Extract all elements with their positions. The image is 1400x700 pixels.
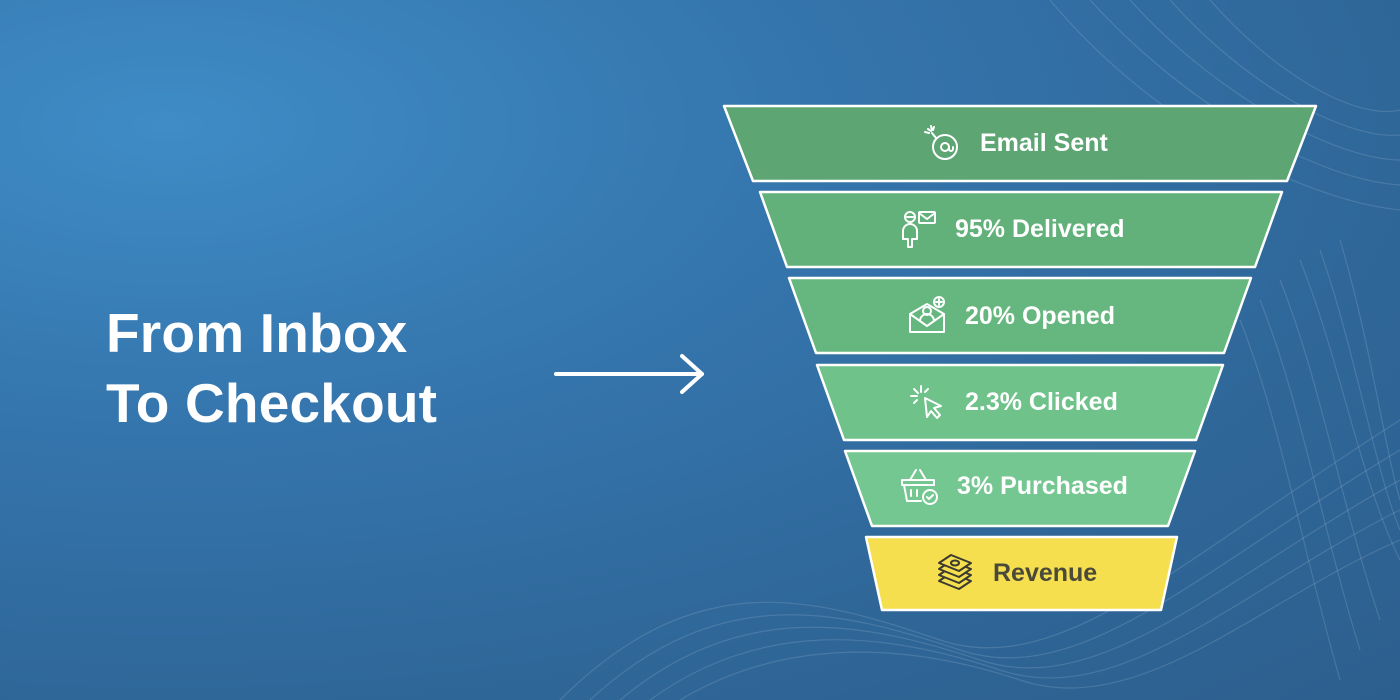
stage-label-delivered: 95% Delivered — [897, 211, 1125, 248]
open-envelope-user-icon — [909, 296, 945, 333]
funnel-stage-revenue — [864, 535, 1179, 612]
basket-check-icon — [901, 469, 938, 505]
headline-line-1: From Inbox — [106, 302, 408, 364]
funnel-stage-email-sent — [722, 104, 1318, 183]
stage-label-opened: 20% Opened — [907, 296, 1116, 333]
headline-line-2: To Checkout — [106, 372, 438, 434]
stage-text: 95% Delivered — [955, 215, 1125, 243]
right-arrow-icon — [554, 354, 704, 394]
stage-text: Email Sent — [980, 129, 1108, 157]
stage-text: 20% Opened — [965, 302, 1116, 330]
headline: From Inbox To Checkout — [106, 298, 437, 438]
funnel-stage-purchased — [843, 449, 1197, 528]
funnel-stage-opened — [787, 276, 1253, 355]
money-stack-icon — [938, 554, 972, 590]
stage-text: Revenue — [993, 559, 1098, 587]
email-bomb-icon — [924, 125, 958, 160]
stage-text: 3% Purchased — [957, 472, 1128, 500]
person-mail-icon — [902, 211, 936, 248]
funnel-stage-clicked — [815, 363, 1225, 442]
funnel-stage-delivered — [758, 190, 1284, 269]
stage-label-email-sent: Email Sent — [922, 125, 1108, 160]
stage-label-purchased: 3% Purchased — [899, 469, 1128, 505]
cursor-click-icon — [910, 385, 942, 419]
stage-label-clicked: 2.3% Clicked — [907, 385, 1118, 419]
stage-text: 2.3% Clicked — [965, 388, 1118, 416]
stage-label-revenue: Revenue — [935, 554, 1098, 590]
